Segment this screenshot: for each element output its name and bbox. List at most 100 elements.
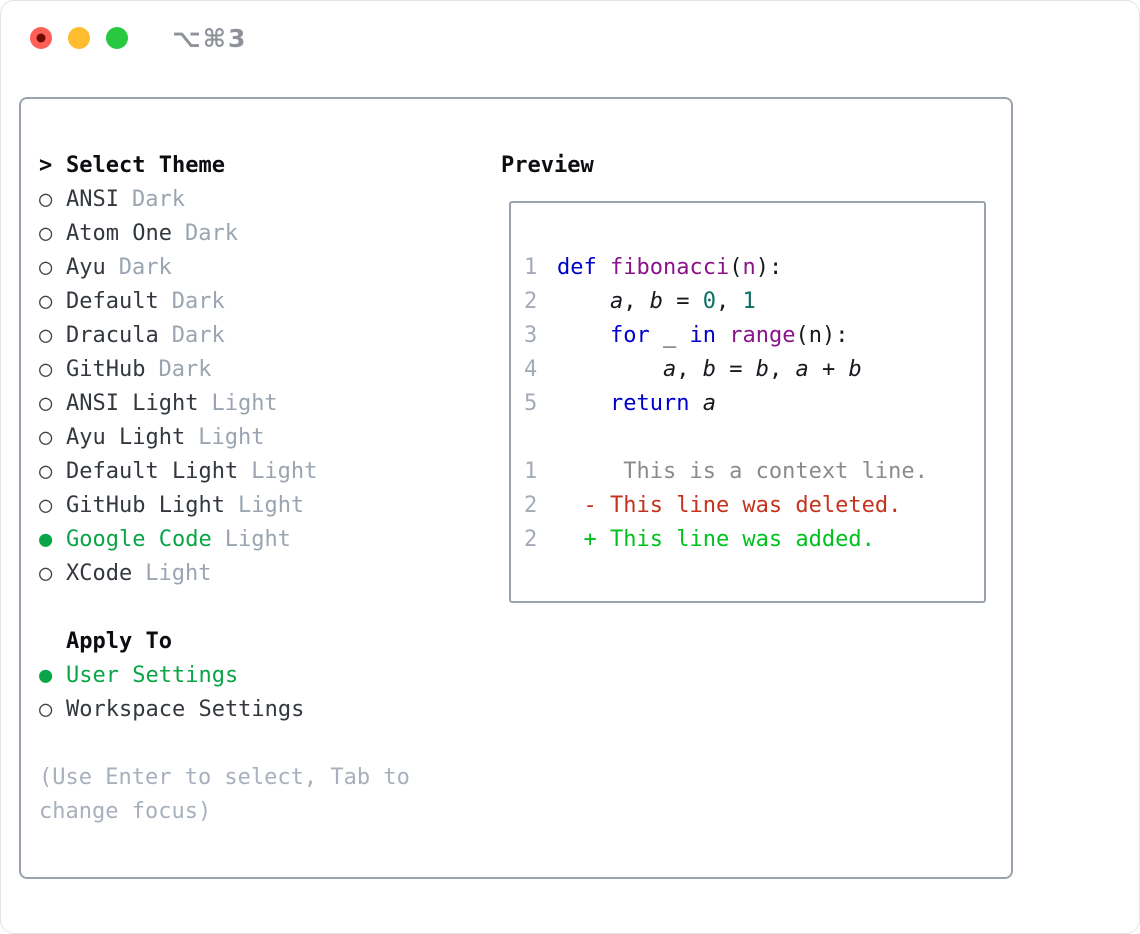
radio-icon: ○ [39, 425, 53, 450]
radio-icon: ○ [39, 561, 53, 586]
theme-name: XCode [66, 561, 133, 586]
apply-to-title: Apply To [66, 629, 172, 654]
code-token: return [609, 391, 690, 416]
help-line-2: change focus) [39, 799, 212, 824]
line-content: - This line was deleted. [557, 489, 901, 523]
theme-variant: Light [251, 459, 318, 484]
theme-item-default-light[interactable]: ○ Default Light Light [39, 455, 501, 489]
theme-item-google-code[interactable]: ● Google Code Light [39, 523, 501, 557]
line-number: 1 [524, 459, 538, 484]
code-line [524, 421, 974, 455]
line-number: 3 [524, 323, 538, 348]
help-line-1: (Use Enter to select, Tab to [39, 765, 410, 790]
code-line: 2 - This line was deleted. [524, 489, 974, 523]
theme-variant: Light [211, 391, 278, 416]
line-content: return a [557, 387, 716, 421]
apply-to-list: ● User Settings ○Workspace Settings [39, 659, 501, 727]
code-token: b [649, 289, 663, 314]
theme-name: Google Code [66, 527, 212, 552]
theme-name: Dracula [66, 323, 159, 348]
code-token: fibonacci [610, 255, 730, 280]
apply-option-label: User Settings [66, 663, 239, 688]
code-token: a [662, 357, 677, 382]
theme-variant: Light [145, 561, 212, 586]
theme-variant: Light [224, 527, 291, 552]
code-token: This is a context line. [557, 459, 928, 484]
line-number: 5 [524, 391, 538, 416]
line-number: 1 [524, 255, 538, 280]
code-token: - This line was deleted. [557, 493, 902, 518]
code-token: a [795, 357, 809, 382]
theme-item-xcode[interactable]: ○ XCode Light [39, 557, 501, 591]
radio-icon: ○ [39, 459, 53, 484]
code-token [557, 323, 610, 348]
close-button[interactable] [30, 27, 52, 49]
radio-icon: ○ [39, 221, 53, 246]
radio-icon: ○ [39, 697, 53, 722]
code-token [597, 255, 610, 280]
line-content: a, b = 0, 1 [557, 285, 756, 319]
radio-icon: ○ [39, 357, 53, 382]
apply-to-header: Apply To [39, 625, 501, 659]
line-content: def fibonacci(n): [557, 251, 782, 285]
code-line: 5 return a [524, 387, 974, 421]
maximize-button[interactable] [106, 27, 128, 49]
code-token: 0 [702, 289, 716, 314]
theme-variant: Dark [131, 187, 185, 212]
minimize-button[interactable] [68, 27, 90, 49]
code-token [716, 323, 729, 348]
code-token [557, 357, 663, 382]
radio-icon: ○ [39, 255, 53, 280]
code-line: 2 + This line was added. [524, 523, 974, 557]
theme-name: GitHub [66, 357, 146, 382]
radio-selected-icon: ● [39, 663, 53, 688]
code-token: a [702, 391, 716, 416]
close-dot-icon [36, 33, 46, 43]
radio-icon: ○ [39, 493, 53, 518]
theme-name: Default Light [66, 459, 239, 484]
theme-name: GitHub Light [66, 493, 225, 518]
code-token [689, 391, 702, 416]
code-token: ): [755, 255, 783, 280]
apply-option-user-settings[interactable]: ● User Settings [39, 659, 501, 693]
code-token: n [742, 255, 756, 280]
theme-list-header: > Select Theme [39, 149, 501, 183]
spacer [39, 591, 501, 625]
radio-selected-icon: ● [39, 527, 53, 552]
theme-list-title: Select Theme [66, 153, 225, 178]
code-token: in [689, 323, 716, 348]
spacer [39, 727, 501, 761]
code-line: 2 a, b = 0, 1 [524, 285, 974, 319]
apply-option-workspace-settings[interactable]: ○Workspace Settings [39, 693, 501, 727]
code-token: b [755, 357, 769, 382]
theme-name: Default [66, 289, 159, 314]
line-content: for _ in range(n): [557, 319, 848, 353]
code-line: 4 a, b = b, a + b [524, 353, 974, 387]
help-text: (Use Enter to select, Tab to change focu… [39, 761, 501, 829]
radio-icon: ○ [39, 289, 53, 314]
traffic-lights [30, 27, 128, 49]
code-line: 1 def fibonacci(n): [524, 251, 974, 285]
code-token: b [702, 357, 716, 382]
code-token: , [623, 289, 650, 314]
code-token: (n): [795, 323, 849, 348]
code-token: 1 [742, 289, 756, 314]
line-number: 2 [524, 527, 538, 552]
code-token [557, 391, 610, 416]
line-number: 2 [524, 493, 538, 518]
theme-name: ANSI [66, 187, 119, 212]
